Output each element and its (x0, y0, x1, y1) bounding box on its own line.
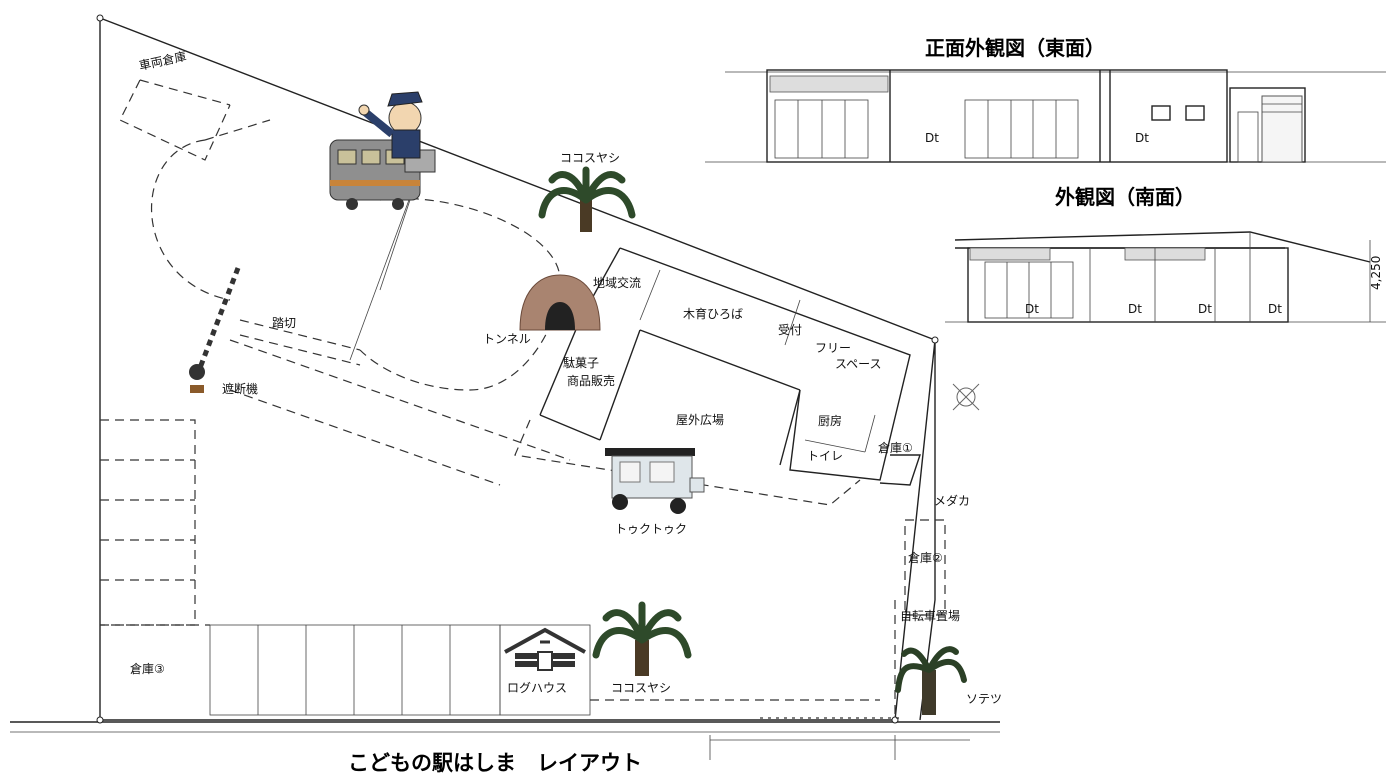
label-storage2: 倉庫② (908, 550, 943, 565)
label-free-space: フリー スペース (815, 341, 882, 371)
right-storages (879, 454, 946, 720)
east-elevation (705, 69, 1386, 163)
south-dim-4: Dt (1268, 302, 1282, 316)
east-dim-2: Dt (1135, 131, 1149, 145)
site-boundary (10, 14, 1000, 760)
left-parking (100, 419, 196, 626)
compass-icon (952, 383, 980, 411)
south-dim-1: Dt (1025, 302, 1039, 316)
label-tunnel: トンネル (483, 332, 531, 346)
label-storage1: 倉庫① (878, 440, 913, 455)
south-elevation (945, 231, 1386, 323)
label-garage: 車両倉庫 (138, 48, 188, 73)
label-bicycle: 自転車置場 (900, 609, 960, 623)
label-reception: 受付 (778, 323, 802, 337)
crossing-road (229, 339, 571, 486)
east-dim-1: Dt (925, 131, 939, 145)
palm-tree-icon (895, 646, 967, 715)
page-title: こどもの駅はしま レイアウト (348, 751, 642, 775)
label-outdoor-plaza: 屋外広場 (676, 413, 724, 427)
bottom-stalls (100, 624, 880, 716)
palm-tree-icon (538, 166, 636, 232)
tuktuk-icon (605, 448, 705, 514)
label-tuktuk: トゥクトゥク (615, 522, 687, 536)
train-conductor-icon (329, 91, 436, 210)
label-toilet: トイレ (807, 449, 843, 463)
label-wood-plaza: 木育ひろば (683, 306, 743, 321)
label-barrier: 遮断機 (222, 381, 258, 396)
south-height-mark: 4,250 (1369, 256, 1383, 290)
tunnel-icon (519, 274, 601, 331)
east-elevation-title: 正面外観図（東面） (925, 36, 1105, 60)
label-kitchen: 厨房 (818, 413, 842, 428)
palm-tree-icon (592, 601, 692, 676)
label-palm-bottom: ココスヤシ (611, 681, 671, 695)
south-dim-3: Dt (1198, 302, 1212, 316)
south-elevation-title: 外観図（南面） (1055, 185, 1195, 209)
track-loop (151, 119, 561, 391)
crossing-barrier-icon (189, 267, 241, 393)
label-crossing: 踏切 (272, 316, 296, 330)
label-sago: ソテツ (966, 692, 1002, 706)
label-palm-top: ココスヤシ (560, 151, 620, 165)
label-log-house: ログハウス (507, 681, 567, 695)
label-candy-shop: 駄菓子 商品販売 (563, 355, 615, 388)
log-house-icon (504, 627, 586, 671)
south-dim-2: Dt (1128, 302, 1142, 316)
label-medaka: メダカ (934, 493, 970, 508)
garage-outline (119, 79, 231, 161)
label-community: 地域交流 (593, 275, 641, 290)
label-storage3: 倉庫③ (130, 661, 165, 676)
